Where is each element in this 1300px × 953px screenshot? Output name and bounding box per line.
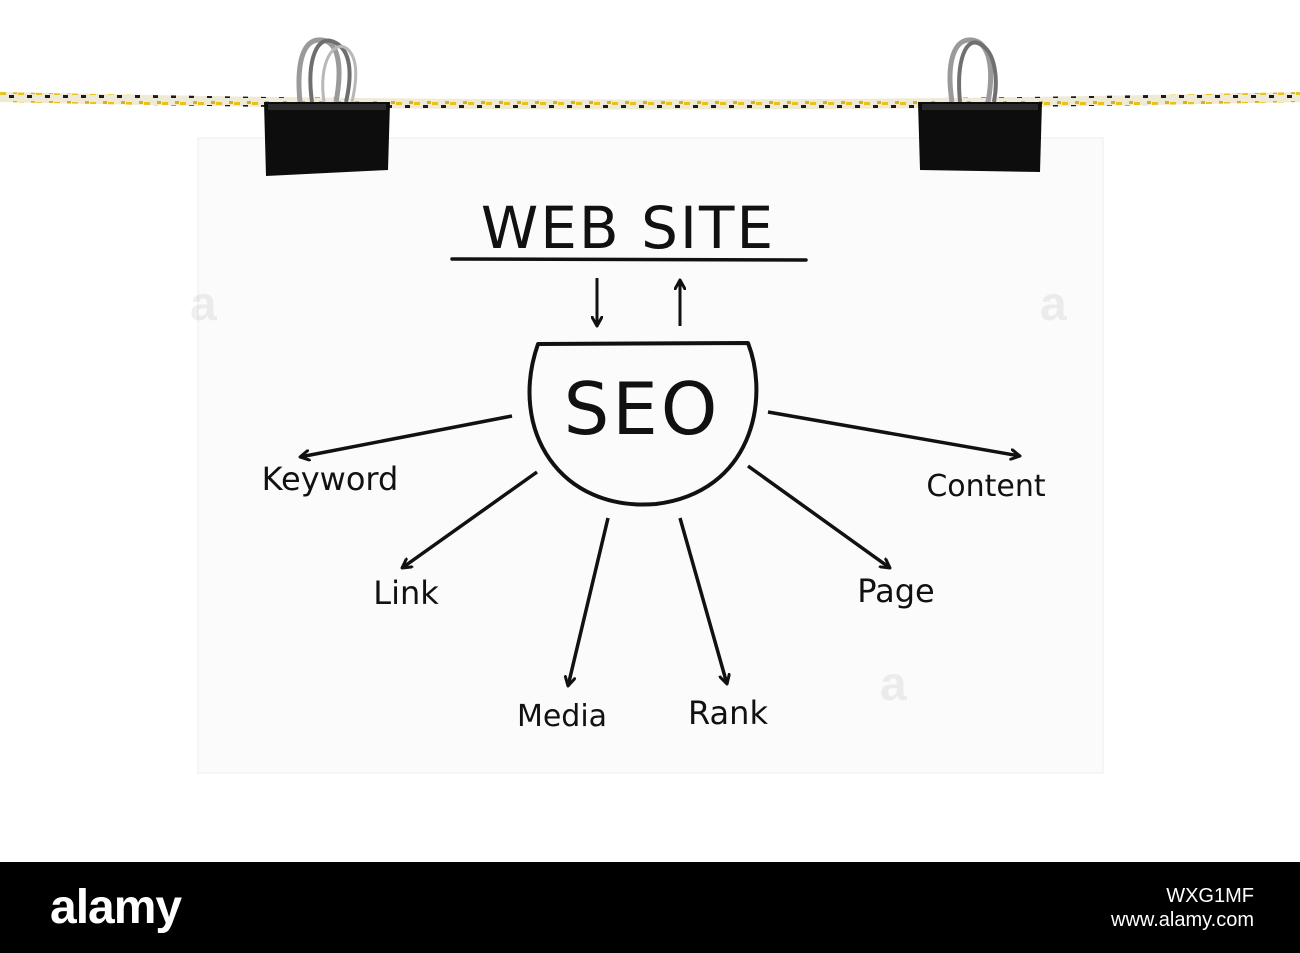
arrow-to-content [767, 410, 1020, 456]
arrow-to-keyword [300, 414, 513, 457]
rope [0, 92, 1300, 110]
watermark-pattern: a a a [190, 278, 1067, 711]
binder-clip-right-icon [918, 37, 1042, 172]
watermark-footer: alamy WXG1MF www.alamy.com [0, 862, 1300, 953]
node-link: Link [373, 574, 439, 612]
seo-bowl [527, 341, 759, 507]
arrow-to-link [402, 470, 539, 568]
image-credit: WXG1MF www.alamy.com [1111, 884, 1254, 932]
svg-text:a: a [880, 658, 907, 711]
image-domain: www.alamy.com [1111, 909, 1254, 931]
binder-clip-left-icon [264, 37, 390, 176]
seo-label: SEO [564, 367, 721, 451]
paper-sheet [197, 137, 1104, 774]
image-id: WXG1MF [1166, 885, 1254, 907]
arrow-to-page [746, 464, 890, 568]
node-content: Content [926, 469, 1046, 504]
node-media: Media [517, 699, 607, 734]
diagram-title: WEB SITE [481, 194, 775, 262]
svg-text:a: a [190, 278, 217, 331]
arrow-to-rank [678, 517, 727, 684]
node-rank: Rank [688, 694, 768, 732]
photo-scene: a a a WEB SITE SEO Keyword Link Media Ra… [0, 37, 1300, 774]
svg-text:a: a [1040, 278, 1067, 331]
arrow-to-media [568, 517, 610, 686]
node-keyword: Keyword [262, 460, 399, 498]
node-page: Page [857, 572, 934, 610]
title-underline [450, 257, 808, 262]
alamy-logo: alamy [50, 881, 182, 934]
